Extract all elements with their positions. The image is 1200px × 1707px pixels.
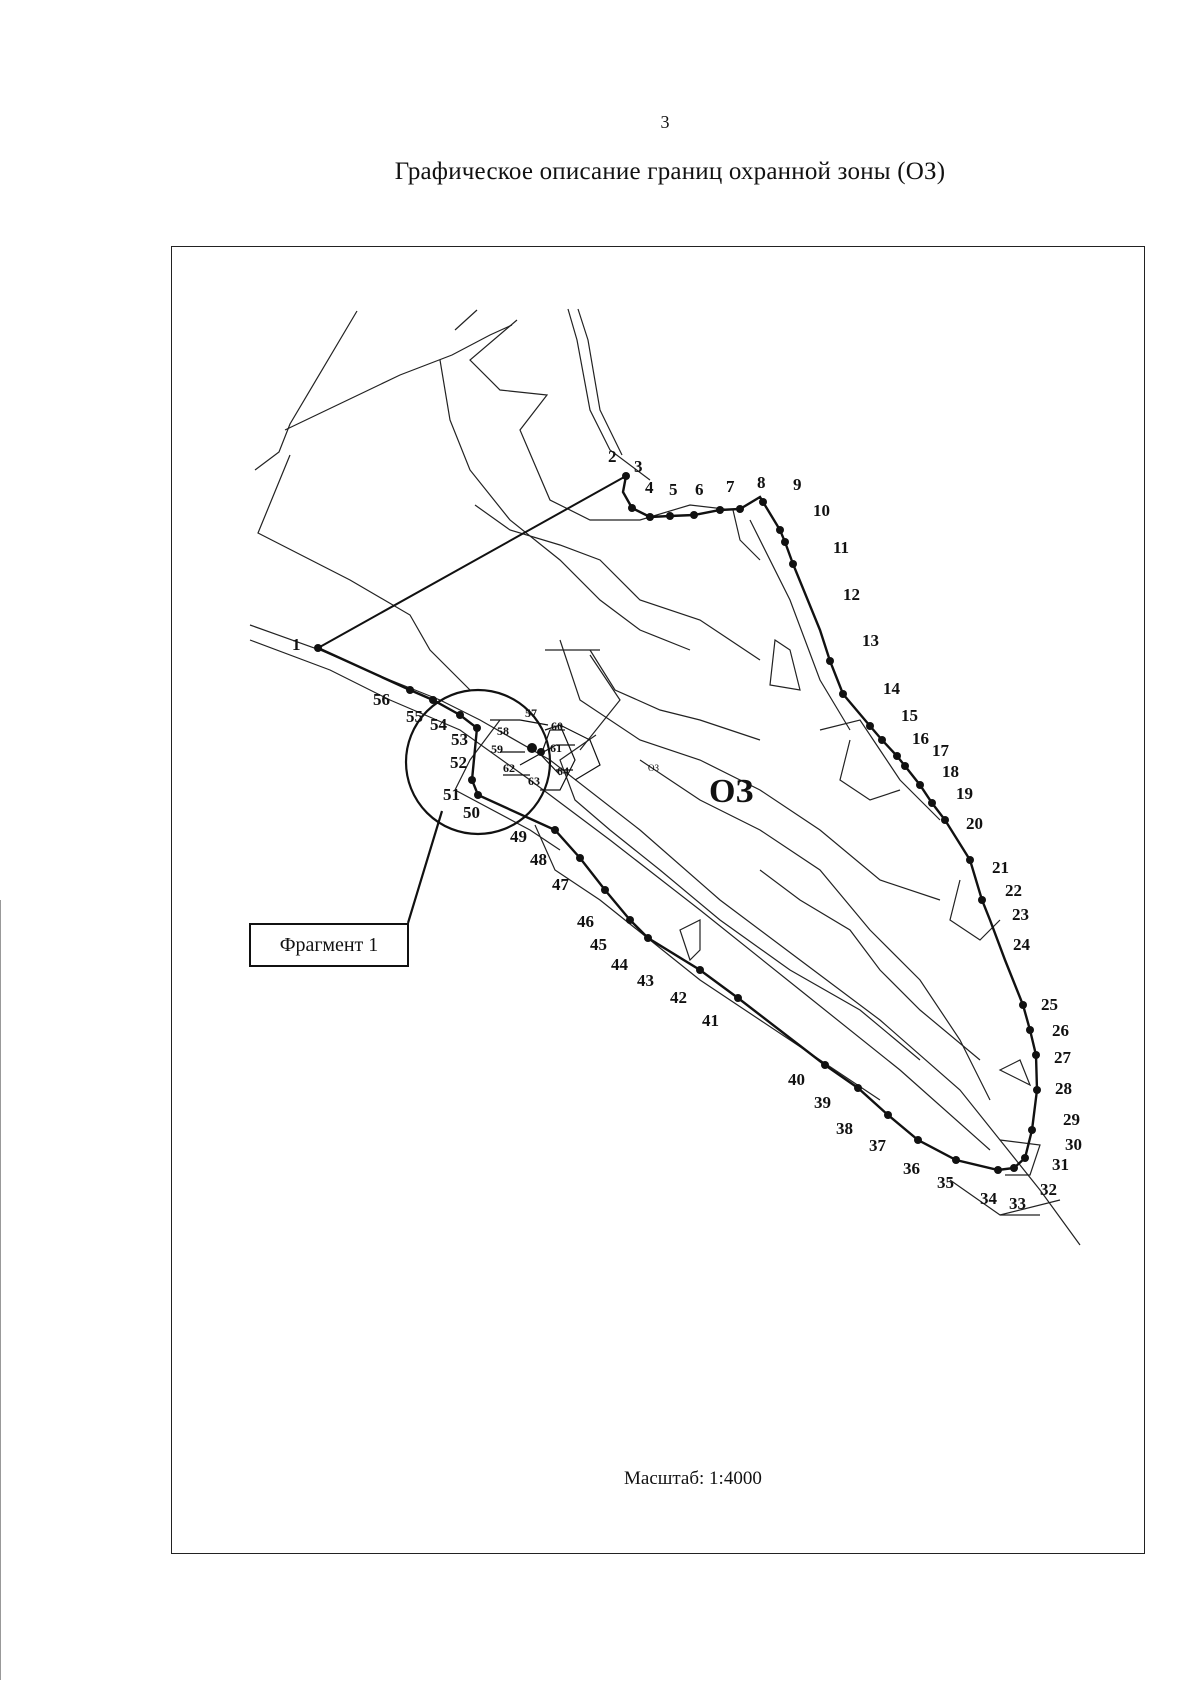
reference-line [317, 475, 627, 649]
point-label-55: 55 [406, 707, 423, 726]
point-label-17: 17 [932, 741, 950, 760]
point-label-64: 64 [557, 764, 569, 778]
point-label-35: 35 [937, 1173, 954, 1192]
point-label-10: 10 [813, 501, 830, 520]
point-label-18: 18 [942, 762, 959, 781]
point-label-5: 5 [669, 480, 678, 499]
point-label-50: 50 [463, 803, 480, 822]
scan-edge-line [0, 900, 1, 1680]
point-label-12: 12 [843, 585, 860, 604]
point-label-19: 19 [956, 784, 973, 803]
point-label-6: 6 [695, 480, 704, 499]
page-number: 3 [660, 112, 670, 132]
point-label-38: 38 [836, 1119, 853, 1138]
point-label-51: 51 [443, 785, 460, 804]
point-label-57: 57 [525, 706, 537, 720]
zone-boundary [317, 475, 1039, 1172]
point-label-45: 45 [590, 935, 607, 954]
point-label-2: 2 [608, 447, 617, 466]
zone-label: ОЗ [709, 773, 753, 810]
point-label-46: 46 [577, 912, 594, 931]
point-label-11: 11 [833, 538, 849, 557]
fragment-label-box: Фрагмент 1 [249, 923, 409, 967]
point-label-4: 4 [645, 478, 654, 497]
point-label-37: 37 [869, 1136, 887, 1155]
point-label-29: 29 [1063, 1110, 1080, 1129]
point-label-32: 32 [1040, 1180, 1057, 1199]
point-label-24: 24 [1013, 935, 1031, 954]
point-label-47: 47 [552, 875, 570, 894]
point-label-41: 41 [702, 1011, 719, 1030]
point-label-23: 23 [1012, 905, 1029, 924]
point-label-30: 30 [1065, 1135, 1082, 1154]
point-label-62: 62 [503, 761, 515, 775]
zone-label-small: ОЗ [648, 763, 659, 773]
point-label-14: 14 [883, 679, 901, 698]
point-label-60: 60 [551, 719, 563, 733]
point-label-15: 15 [901, 706, 918, 725]
point-label-61: 61 [550, 741, 562, 755]
point-label-43: 43 [637, 971, 654, 990]
point-label-40: 40 [788, 1070, 805, 1089]
point-label-59: 59 [491, 742, 503, 756]
point-label-28: 28 [1055, 1079, 1072, 1098]
fragment-leader-line [406, 810, 444, 924]
point-label-7: 7 [726, 477, 735, 496]
scale-text: Масштаб: 1:4000 [624, 1468, 762, 1489]
point-label-25: 25 [1041, 995, 1058, 1014]
point-label-13: 13 [862, 631, 879, 650]
point-label-31: 31 [1052, 1155, 1069, 1174]
point-label-44: 44 [611, 955, 629, 974]
point-label-58: 58 [497, 724, 509, 738]
point-label-3: 3 [634, 457, 643, 476]
point-label-53: 53 [451, 730, 468, 749]
fragment-circle [404, 688, 552, 836]
point-label-39: 39 [814, 1093, 831, 1112]
point-label-54: 54 [430, 715, 448, 734]
point-label-9: 9 [793, 475, 802, 494]
point-label-36: 36 [903, 1159, 920, 1178]
point-label-42: 42 [670, 988, 687, 1007]
point-label-34: 34 [980, 1189, 998, 1208]
point-label-16: 16 [912, 729, 929, 748]
point-label-33: 33 [1009, 1194, 1026, 1213]
boundary-points [314, 472, 1041, 1174]
fragment-detail [490, 719, 601, 791]
point-label-27: 27 [1054, 1048, 1072, 1067]
point-label-8: 8 [757, 473, 766, 492]
point-label-26: 26 [1052, 1021, 1069, 1040]
point-label-52: 52 [450, 753, 467, 772]
point-label-20: 20 [966, 814, 983, 833]
point-label-1: 1 [292, 635, 301, 654]
map-frame [171, 246, 1145, 1554]
point-label-56: 56 [373, 690, 390, 709]
point-label-21: 21 [992, 858, 1009, 877]
point-label-22: 22 [1005, 881, 1022, 900]
page-title: Графическое описание границ охранной зон… [394, 158, 946, 185]
point-label-63: 63 [528, 774, 540, 788]
point-label-49: 49 [510, 827, 527, 846]
point-label-48: 48 [530, 850, 547, 869]
